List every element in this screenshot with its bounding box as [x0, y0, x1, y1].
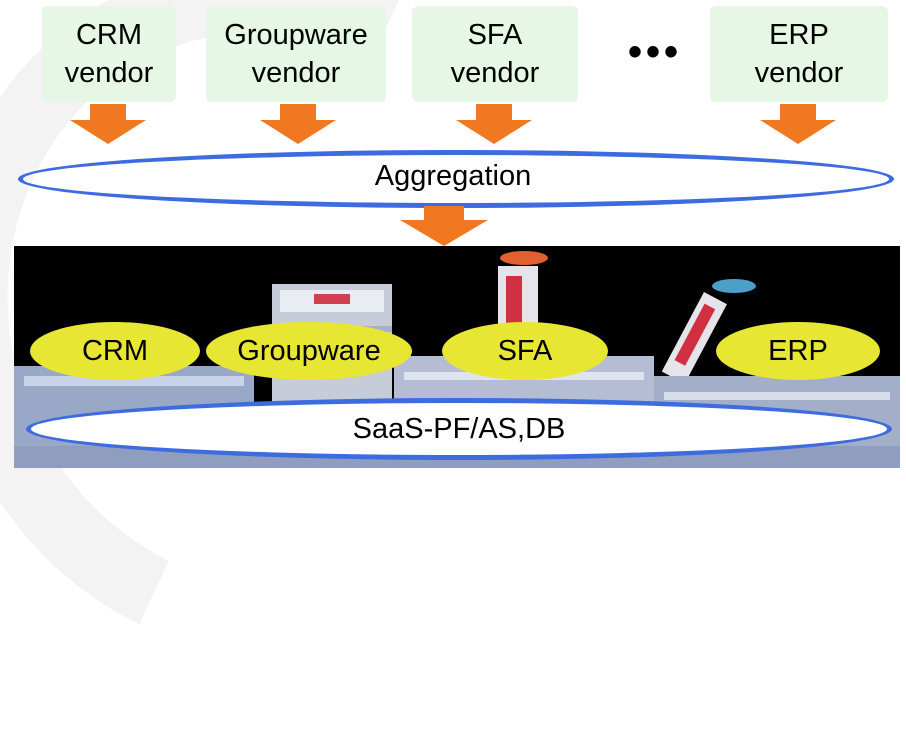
down-arrow-icon — [70, 104, 146, 144]
aggregation-ellipse — [18, 150, 894, 208]
service-label: CRM — [81, 334, 149, 367]
saas-platform-label: SaaS-PF/AS,DB — [352, 412, 566, 445]
service-label: ERP — [768, 334, 828, 367]
vendor-suffix: vendor — [450, 57, 540, 89]
aggregation-label: Aggregation — [374, 160, 532, 192]
down-arrow-icon — [760, 104, 836, 144]
vendor-box-sfa: SFA vendor — [412, 6, 578, 102]
service-label: Groupware — [237, 334, 381, 367]
service-bubble-crm: CRM — [30, 322, 200, 380]
vendor-name: CRM — [75, 19, 143, 51]
service-label: SFA — [497, 334, 553, 367]
service-bubble-groupware: Groupware — [206, 322, 412, 380]
vendor-box-crm: CRM vendor — [42, 6, 176, 102]
vendor-box-erp: ERP vendor — [710, 6, 888, 102]
vendor-name: ERP — [769, 19, 829, 51]
saas-platform-ellipse: SaaS-PF/AS,DB — [26, 398, 892, 460]
down-arrow-icon — [400, 206, 488, 246]
vendor-name: SFA — [467, 19, 523, 51]
down-arrow-icon — [260, 104, 336, 144]
vendor-suffix: vendor — [64, 57, 154, 89]
vendor-name: Groupware — [224, 19, 368, 51]
more-vendors-ellipsis: ••• — [628, 30, 683, 74]
down-arrow-icon — [456, 104, 532, 144]
service-bubble-sfa: SFA — [442, 322, 608, 380]
vendor-box-groupware: Groupware vendor — [206, 6, 386, 102]
vendor-suffix: vendor — [754, 57, 844, 89]
service-bubble-erp: ERP — [716, 322, 880, 380]
vendor-suffix: vendor — [251, 57, 341, 89]
